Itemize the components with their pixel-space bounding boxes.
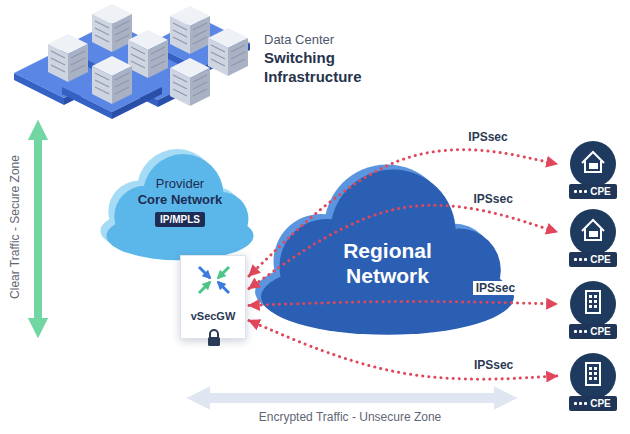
gateway-label: vSecGW	[191, 310, 236, 322]
protocol-badge: IP/MPLS	[155, 212, 205, 227]
graphic-part	[210, 330, 218, 337]
cpe-circle	[570, 353, 616, 399]
tunnel-label: IPSsec	[473, 281, 518, 295]
graphic-part	[594, 377, 597, 380]
graphic-part	[128, 30, 168, 78]
site-caption: Data Center	[264, 32, 334, 47]
graphic-part	[170, 6, 210, 54]
cpe-node: CPE	[560, 352, 626, 414]
graphic-part	[589, 300, 592, 303]
zone-label: Clear Traffic - Secure Zone	[8, 135, 22, 319]
cpe-badge: CPE	[569, 252, 617, 267]
graphic-part	[199, 267, 210, 278]
cloud-heading: Core Network	[138, 192, 223, 207]
graphic-part	[48, 34, 88, 82]
cloud-shape	[106, 154, 253, 260]
graphic-part	[594, 300, 597, 303]
graphic-part	[594, 295, 597, 298]
cpe-badge: CPE	[569, 396, 617, 411]
data-center-node: Data CenterSwitching Infrastructure	[8, 2, 448, 120]
graphic-part	[594, 372, 597, 375]
graphic-part	[92, 4, 132, 52]
tunnel-label: IPSsec	[465, 130, 510, 144]
house-icon	[582, 220, 604, 240]
graphic-part	[589, 305, 592, 308]
cpe-node: CPE	[560, 140, 626, 202]
graphic-part	[582, 152, 604, 172]
lock-icon	[206, 329, 222, 347]
graphic-part	[106, 211, 253, 260]
graphic-part	[589, 367, 592, 370]
cpe-node: CPE	[560, 208, 626, 270]
regional-cloud: Regional Network	[250, 160, 525, 350]
graphic-part	[589, 231, 598, 237]
cloud-caption: Provider	[156, 176, 204, 191]
cloud-title: Regional Network	[313, 238, 463, 288]
graphic-part	[589, 372, 592, 375]
site-heading: Switching Infrastructure	[264, 49, 394, 87]
graphic-part	[594, 367, 597, 370]
gateway-icon	[194, 262, 234, 298]
graphic-part	[582, 220, 604, 240]
graphic-part	[589, 377, 592, 380]
cpe-badge: CPE	[569, 184, 617, 199]
house-icon	[582, 152, 604, 172]
unsecure-zone-arrow	[196, 393, 508, 403]
cloud-outline	[100, 148, 260, 270]
graphic-part	[199, 282, 210, 293]
server-racks	[48, 4, 248, 106]
building-icon	[586, 363, 600, 385]
graphic-part	[589, 295, 592, 298]
graphic-part	[170, 58, 210, 106]
cpe-circle	[570, 209, 616, 255]
cpe-circle	[570, 141, 616, 187]
graphic-part	[594, 305, 597, 308]
tunnel-label: IPSsec	[471, 192, 516, 206]
graphic-part	[218, 267, 229, 278]
secure-zone-arrow	[34, 128, 42, 330]
graphic-part	[586, 291, 600, 313]
zone-label: Encrypted Traffic - Unsecure Zone	[180, 410, 520, 424]
graphic-part	[586, 363, 600, 385]
cpe-badge: CPE	[569, 324, 617, 339]
graphic-part	[208, 337, 220, 346]
graphic-part	[218, 282, 229, 293]
cpe-circle	[570, 281, 616, 327]
tunnel-label: IPSsec	[471, 358, 516, 372]
provider-cloud: ProviderCore NetworkIP/MPLS	[100, 148, 260, 270]
graphic-part	[589, 163, 598, 169]
building-icon	[586, 291, 600, 313]
cpe-node: CPE	[560, 280, 626, 342]
vsecgw-box: vSecGW	[180, 255, 246, 339]
graphic-part	[208, 28, 248, 76]
graphic-part	[92, 56, 132, 104]
